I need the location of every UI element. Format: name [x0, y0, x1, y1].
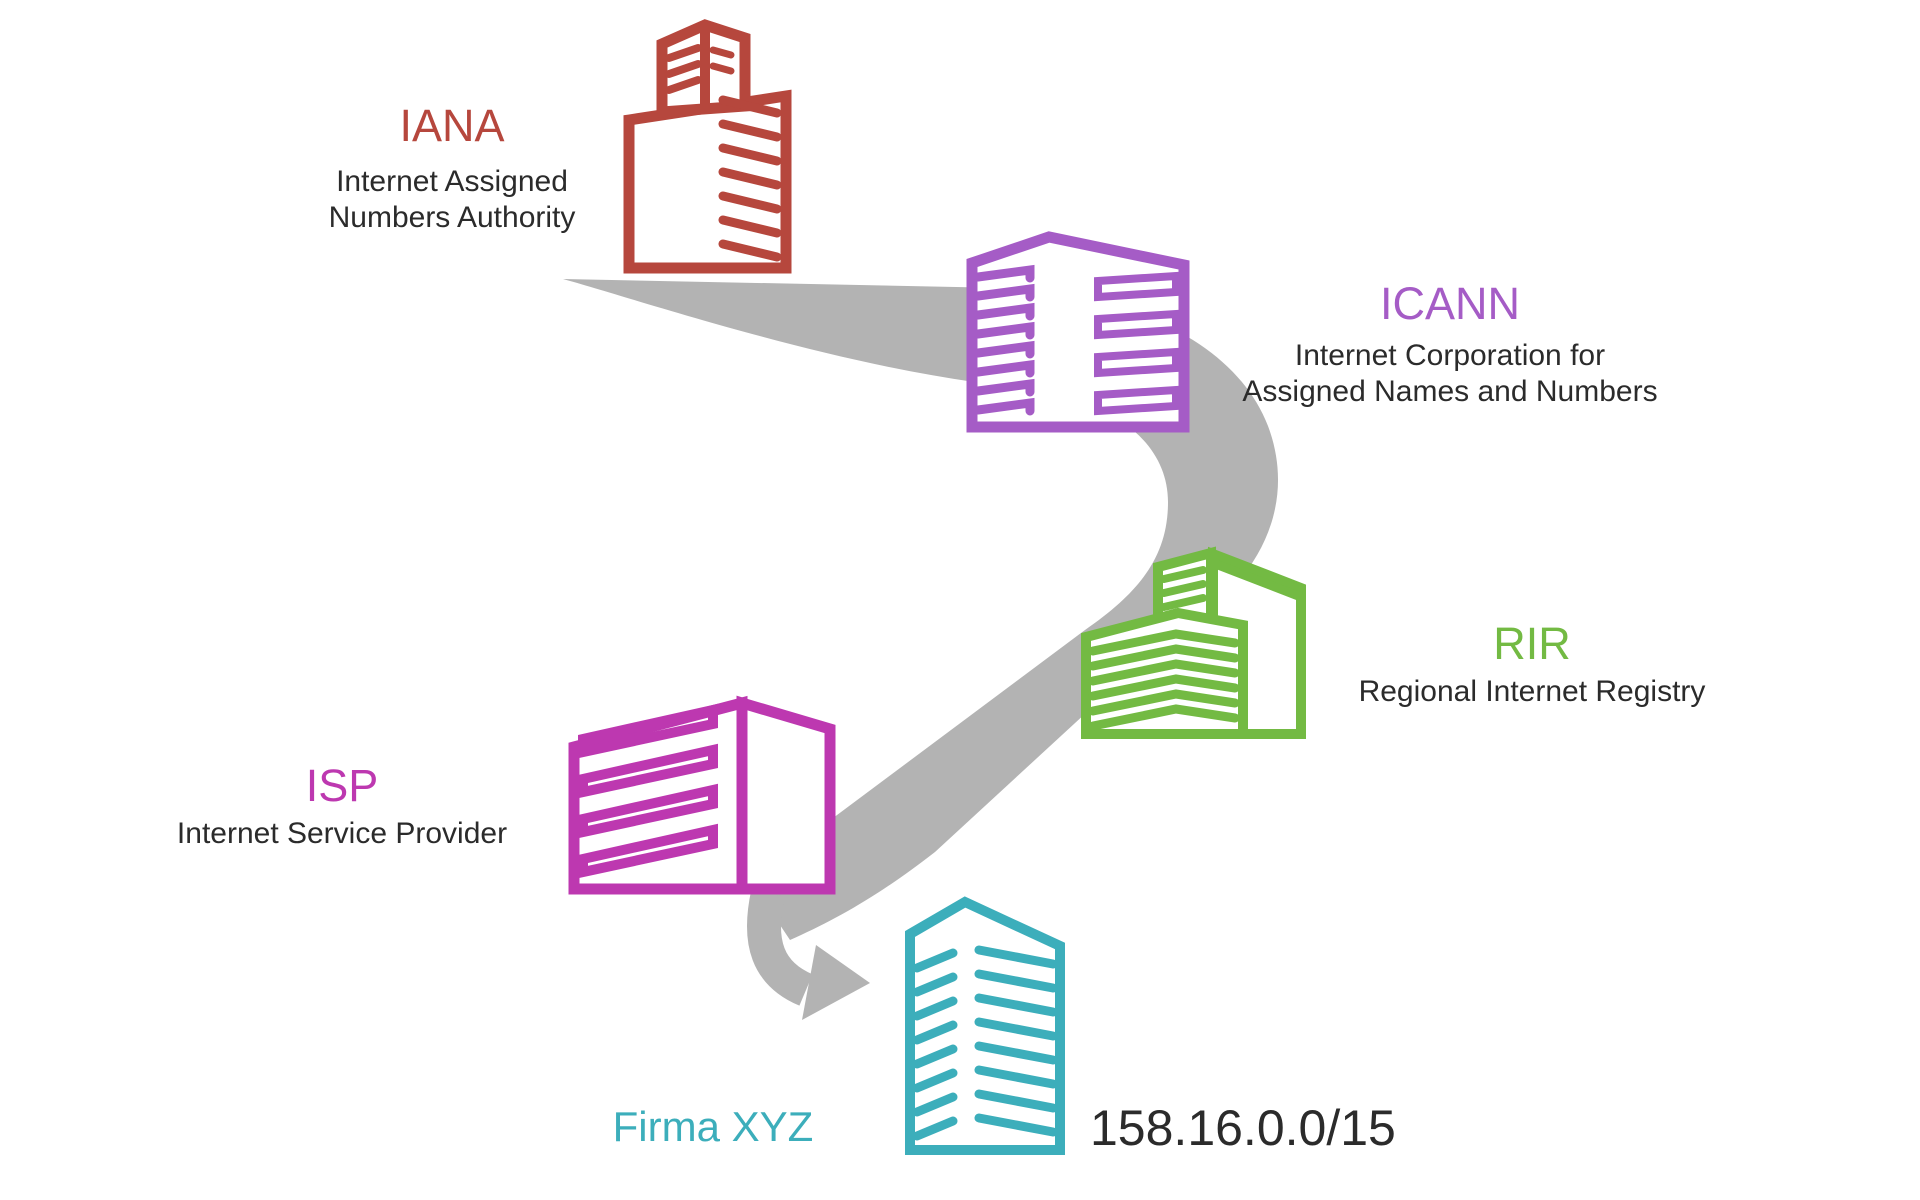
iana-building-icon: [623, 19, 792, 274]
isp-full-name-line1: Internet Service Provider: [176, 816, 508, 850]
isp-full-name: Internet Service Provider: [42, 816, 642, 853]
company-label: Firma XYZ: [612, 1103, 814, 1150]
flow-band-path: [563, 279, 1279, 940]
rir-abbr: RIR: [1493, 618, 1571, 669]
rir-building-icon: [1081, 546, 1306, 739]
company-building-icon: [905, 896, 1065, 1155]
rir-label: RIR Regional Internet Registry: [1232, 618, 1832, 710]
isp-label: ISP Internet Service Provider: [42, 760, 642, 852]
flow-arrowhead-icon: [802, 945, 870, 1020]
iana-full-name-line2: Numbers Authority: [328, 201, 576, 235]
icann-abbr: ICANN: [1379, 278, 1520, 329]
icann-label: ICANN Internet Corporation for Assigned …: [1140, 278, 1760, 411]
flow-arrow-tail: [746, 889, 814, 1006]
iana-full-name: Internet Assigned Numbers Authority: [152, 164, 752, 237]
icann-full-name-line1: Internet Corporation for: [1294, 338, 1606, 372]
isp-building-icon: [568, 695, 836, 895]
iana-full-name-line1: Internet Assigned: [336, 164, 568, 198]
icann-full-name: Internet Corporation for Assigned Names …: [1140, 338, 1760, 411]
icann-building-icon: [966, 231, 1190, 433]
iana-label: IANA Internet Assigned Numbers Authority: [152, 100, 752, 237]
rir-full-name: Regional Internet Registry: [1232, 674, 1832, 711]
ip-block-label: 158.16.0.0/15: [1090, 1100, 1396, 1156]
icann-full-name-line2: Assigned Names and Numbers: [1242, 375, 1658, 409]
isp-abbr: ISP: [305, 760, 379, 811]
iana-abbr: IANA: [399, 100, 505, 151]
flow-band: [563, 279, 1279, 1020]
rir-full-name-line1: Regional Internet Registry: [1358, 674, 1706, 708]
